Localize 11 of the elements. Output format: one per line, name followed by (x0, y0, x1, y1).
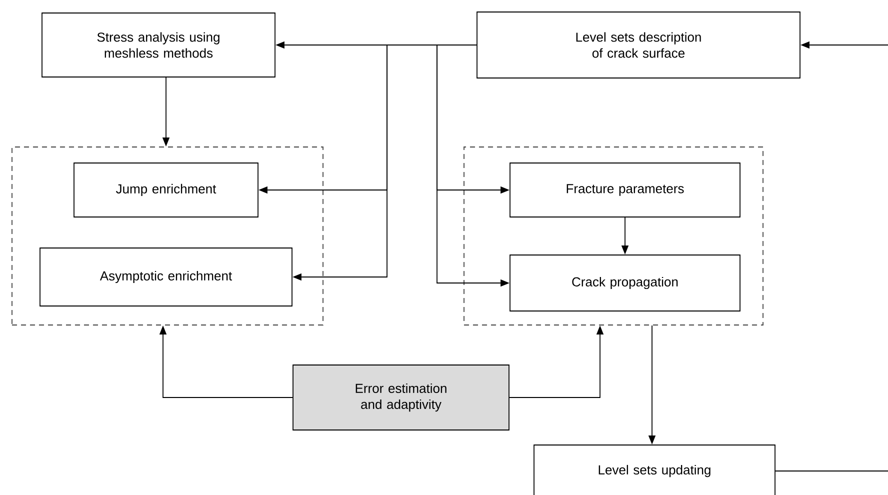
process-box: Jump enrichment (74, 162, 258, 218)
group-box (12, 146, 324, 326)
process-box: Level sets description of crack surface (476, 12, 800, 78)
process-box: Fracture parameters (510, 162, 740, 218)
connector-line (775, 470, 888, 472)
process-box: Level sets updating (534, 444, 776, 495)
process-box: Stress analysis using meshless methods (42, 12, 276, 78)
process-box: Crack propagation (510, 254, 740, 312)
process-box: Asymptotic enrichment (40, 248, 292, 306)
process-box: Error estimation and adaptivity (292, 364, 510, 430)
group-box (464, 146, 764, 326)
